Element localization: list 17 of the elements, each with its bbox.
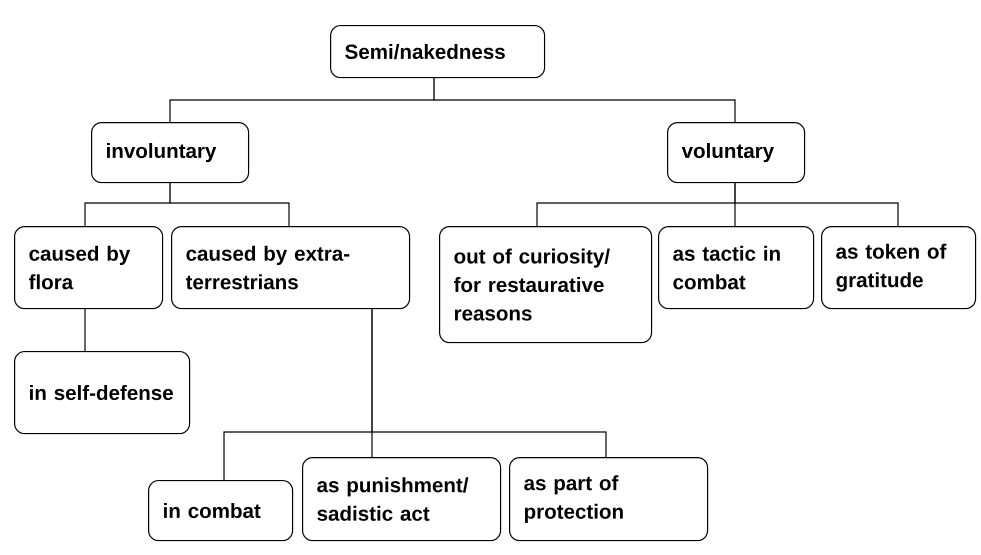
text-box: as tactic in combat xyxy=(658,226,814,310)
connector-line xyxy=(169,183,290,226)
connector-line xyxy=(734,183,899,226)
text-box: in combat xyxy=(148,480,294,542)
text-box: out of curiosity/ for restaurative reasons xyxy=(439,226,652,344)
connector-line xyxy=(433,78,736,122)
text-box: as punishment/ sadistic act xyxy=(302,457,502,542)
text-box: in self-defense xyxy=(14,351,190,434)
text-box: voluntary xyxy=(667,122,806,184)
text-box: involuntary xyxy=(91,122,250,184)
text-box: Semi/nakedness xyxy=(330,25,546,78)
text-box: caused by flora xyxy=(14,226,164,310)
text-box: as part of protection xyxy=(509,457,708,542)
text-box: as token of gratitude xyxy=(821,226,976,310)
text-box: caused by extra-terrestrians xyxy=(171,226,410,310)
connector-line xyxy=(84,309,86,351)
connector-line xyxy=(371,309,607,457)
